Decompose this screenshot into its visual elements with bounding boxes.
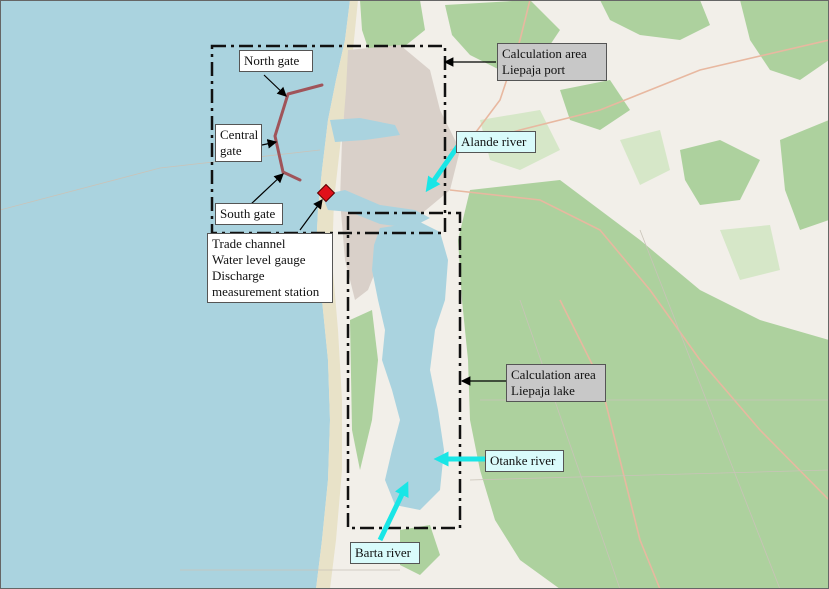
breakwater-lines (273, 83, 324, 182)
gauge-marker (316, 183, 336, 203)
label-barta-river-text: Barta river (355, 545, 411, 560)
label-south-gate: South gate (215, 203, 283, 225)
label-barta-river: Barta river (350, 542, 420, 564)
label-gauge-station: Trade channel Water level gauge Discharg… (207, 233, 333, 303)
label-south-gate-text: South gate (220, 206, 276, 221)
label-calc-area-lake-line2: Liepaja lake (511, 383, 575, 398)
label-gauge-line1: Trade channel (212, 236, 286, 251)
calc-area-lake-frame (346, 211, 462, 530)
label-otanke-river-text: Otanke river (490, 453, 556, 468)
label-calc-area-lake: Calculation area Liepaja lake (506, 364, 606, 402)
label-central-gate-line1: Central (220, 127, 259, 142)
label-alande-river-text: Alande river (461, 134, 527, 149)
label-otanke-river: Otanke river (485, 450, 564, 472)
label-alande-river: Alande river (456, 131, 536, 153)
sea-area (0, 0, 350, 589)
label-gauge-line4: measurement station (212, 284, 320, 299)
trade-channel (322, 190, 430, 228)
forest-areas (350, 0, 829, 589)
pointer-arrows (249, 57, 506, 386)
beach-strip (316, 0, 358, 589)
label-central-gate: Central gate (215, 124, 262, 162)
minor-roads (0, 149, 829, 589)
river-arrows (377, 144, 485, 542)
label-central-gate-line2: gate (220, 143, 242, 158)
label-calc-area-lake-line1: Calculation area (511, 367, 596, 382)
label-gauge-line3: Discharge (212, 268, 265, 283)
label-north-gate-text: North gate (244, 53, 300, 68)
urban-area (340, 45, 460, 300)
liepaja-lake (372, 222, 448, 510)
label-calc-area-port-line1: Calculation area (502, 46, 587, 61)
calc-area-port-frame (210, 44, 447, 235)
label-north-gate: North gate (239, 50, 313, 72)
label-gauge-line2: Water level gauge (212, 252, 306, 267)
label-calc-area-port: Calculation area Liepaja port (497, 43, 607, 81)
port-basin (330, 118, 400, 142)
label-calc-area-port-line2: Liepaja port (502, 62, 566, 77)
